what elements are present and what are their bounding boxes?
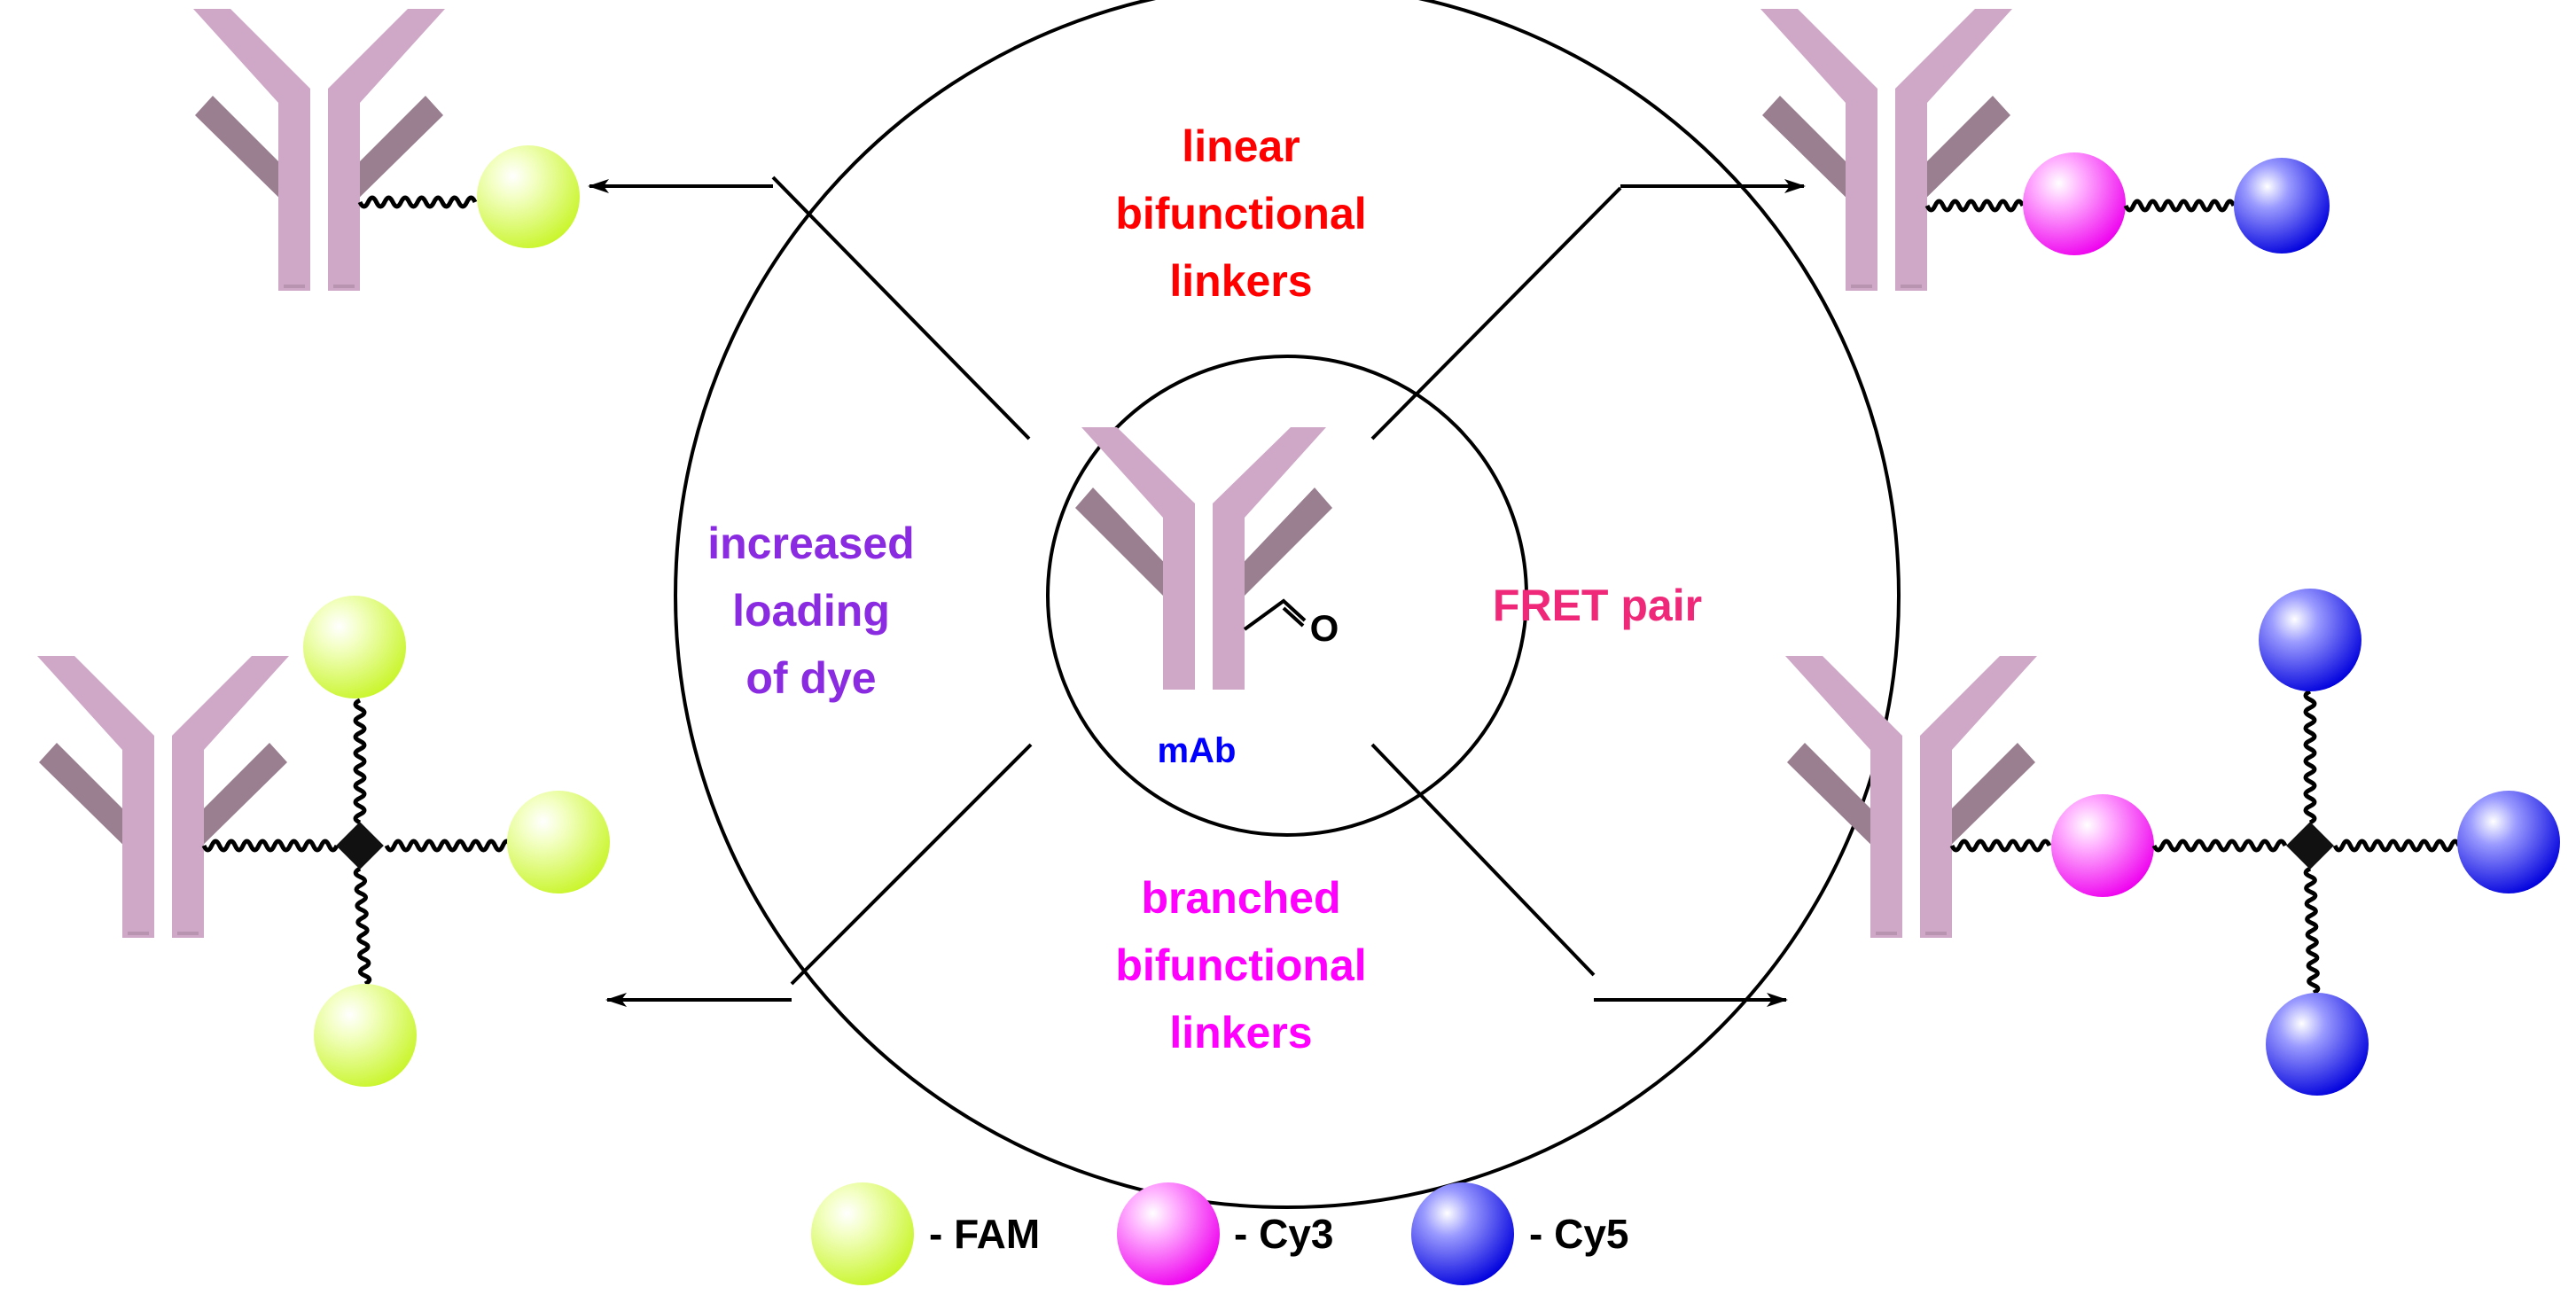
divider-top-left [771,176,1031,441]
linker-wavy [1949,839,2052,853]
quadrant-right-label: FRET pair [1493,581,1702,630]
quadrant-left-line-3: of dye [745,653,876,703]
aldehyde-linker [1243,598,1307,631]
linker-wavy [353,866,372,987]
linker-wavy [2123,199,2236,213]
quadrant-bottom-line-1: branched [1141,873,1340,923]
quadrant-top-label: linear bifunctional linkers [1115,121,1366,306]
quadrant-left-line-2: loading [732,586,890,636]
cy5-sphere [2457,791,2560,893]
linker-wavy [2332,839,2462,853]
wheel [674,0,1901,1209]
quadrant-left-line-1: increased [707,519,914,568]
legend-item-cy5: - Cy5 [1411,1182,1628,1285]
fam-sphere [477,145,580,248]
cy3-sphere [2051,794,2154,897]
branch-core [336,822,384,870]
quadrant-top-line-3: linkers [1169,256,1312,306]
linker-wavy [2303,866,2321,995]
mab-label: mAb [1158,731,1237,770]
divider-bottom-right [1370,743,1596,977]
legend-item-cy3: - Cy3 [1117,1182,1333,1285]
quadrant-bottom-line-2: bifunctional [1115,940,1366,990]
legend-cy5-swatch [1411,1182,1514,1285]
quadrant-right-line-1: FRET pair [1493,581,1702,630]
quadrant-top-line-1: linear [1182,121,1300,171]
legend: - FAM - Cy3 - Cy5 [811,1182,1628,1285]
cy3-sphere [2023,152,2126,255]
linker-wavy [2151,839,2288,853]
product-linear-fam [191,7,580,293]
linker-wavy [384,839,513,853]
linker-wavy [1924,199,2026,213]
legend-cy5-label: - Cy5 [1529,1211,1628,1257]
linker-wavy [353,698,367,825]
quadrant-bottom-line-3: linkers [1169,1008,1312,1057]
quadrant-top-line-2: bifunctional [1115,189,1366,238]
divider-bottom-left [790,743,1033,986]
linker-wavy [357,195,478,209]
product-linear-fret [1759,7,2330,293]
cy5-sphere [2259,589,2361,691]
legend-fam-label: - FAM [929,1211,1040,1257]
quadrant-bottom-label: branched bifunctional linkers [1115,873,1366,1057]
linker-wavy [2303,689,2317,825]
inner-ring [1046,355,1528,837]
legend-fam-swatch [811,1182,914,1285]
center-antibody: O mAb [1075,427,1339,770]
fam-sphere [507,791,610,893]
branch-core [2286,822,2334,870]
product-branched-fret [1784,589,2560,1096]
fam-sphere [314,984,417,1087]
product-branched-fam [35,596,610,1087]
outer-ring [674,0,1901,1209]
legend-cy3-swatch [1117,1182,1220,1285]
aldehyde-oxygen: O [1310,607,1339,649]
quadrant-left-label: increased loading of dye [707,519,914,703]
linker-wavy [201,839,340,853]
legend-cy3-label: - Cy3 [1234,1211,1333,1257]
divider-top-right [1370,186,1622,441]
cy5-sphere [2266,993,2369,1096]
legend-item-fam: - FAM [811,1182,1040,1285]
cy5-sphere [2234,158,2330,254]
fam-sphere [303,596,406,698]
